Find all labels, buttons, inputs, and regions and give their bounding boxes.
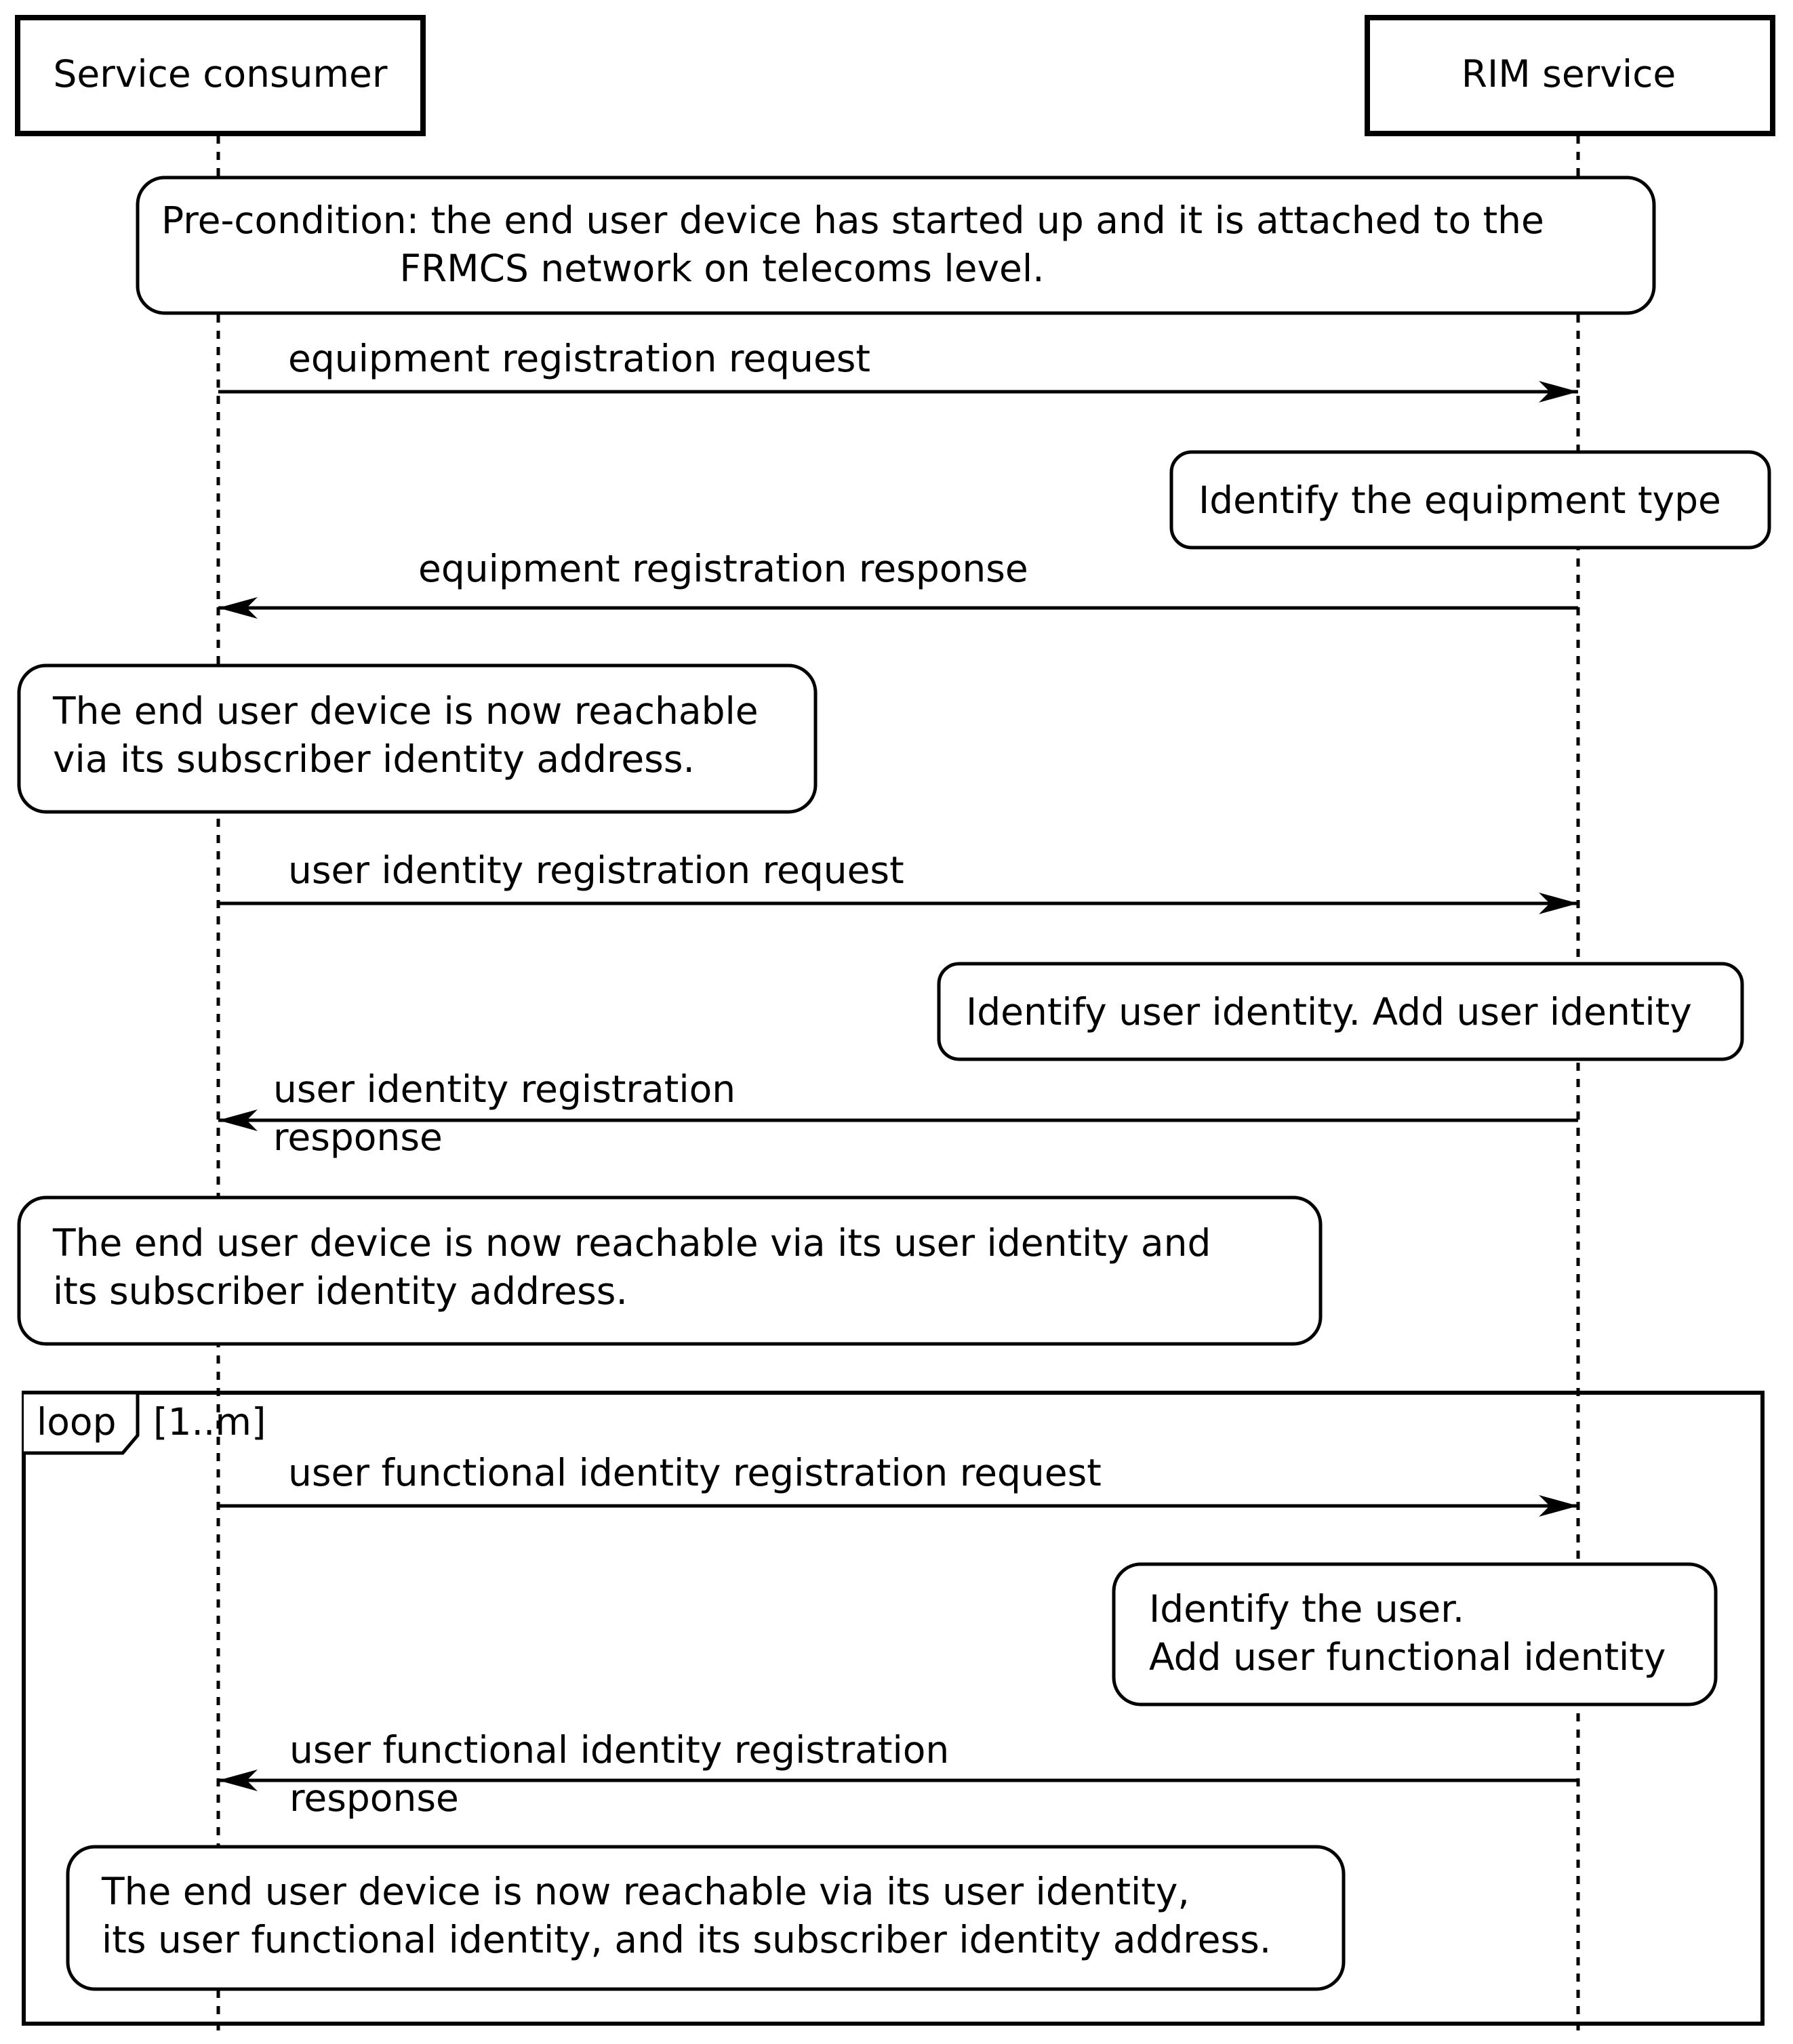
message-label-line-1: user identity registration <box>273 1067 736 1111</box>
note-identify-user-identity-text: Identify user identity. Add user identit… <box>966 990 1692 1034</box>
message-label-line-2: response <box>273 1116 443 1159</box>
message-equipment-registration-request: equipment registration request <box>218 337 1578 403</box>
note-identify-equipment-type-text: Identify the equipment type <box>1198 478 1721 522</box>
note-reachable-all: The end user device is now reachable via… <box>66 1845 1346 1991</box>
loop-tab <box>24 1391 140 1455</box>
message-label: equipment registration response <box>418 547 1028 590</box>
message-user-identity-registration-response: user identity registration response <box>218 1067 1578 1159</box>
note-reachable-user-identity-line-1: The end user device is now reachable via… <box>52 1221 1211 1265</box>
note-reachable-subscriber: The end user device is now reachable via… <box>17 663 818 814</box>
note-precondition-line-2: FRMCS network on telecoms level. <box>399 247 1044 290</box>
participant-service-consumer-label: Service consumer <box>53 52 387 96</box>
participant-service-consumer: Service consumer <box>15 15 426 136</box>
loop-frame <box>22 1391 1765 2026</box>
note-identify-user-line-1: Identify the user. <box>1149 1587 1464 1631</box>
participant-rim-service-label: RIM service <box>1462 52 1676 96</box>
message-equipment-registration-response: equipment registration response <box>218 547 1578 619</box>
loop-keyword: loop <box>37 1400 117 1444</box>
message-functional-identity-registration-request: user functional identity registration re… <box>218 1451 1578 1517</box>
note-precondition: Pre-condition: the end user device has s… <box>136 176 1656 315</box>
note-reachable-subscriber-line-1: The end user device is now reachable <box>52 689 759 733</box>
message-label-line-2: response <box>289 1776 459 1820</box>
message-label-line-1: user functional identity registration <box>289 1728 949 1772</box>
note-reachable-user-identity: The end user device is now reachable via… <box>17 1195 1323 1346</box>
message-label: user functional identity registration re… <box>288 1451 1102 1494</box>
note-precondition-line-1: Pre-condition: the end user device has s… <box>161 199 1544 242</box>
message-label: user identity registration request <box>288 849 904 892</box>
note-reachable-all-line-2: its user functional identity, and its su… <box>102 1918 1271 1961</box>
note-reachable-all-line-1: The end user device is now reachable via… <box>101 1870 1190 1913</box>
message-user-identity-registration-request: user identity registration request <box>218 849 1578 914</box>
note-identify-user-line-2: Add user functional identity <box>1149 1635 1666 1679</box>
note-identify-user: Identify the user. Add user functional i… <box>1112 1562 1718 1706</box>
message-functional-identity-registration-response: user functional identity registration re… <box>218 1728 1578 1820</box>
note-identify-user-identity: Identify user identity. Add user identit… <box>937 962 1744 1061</box>
loop-fragment: loop [1..m] <box>22 1391 1765 2026</box>
note-reachable-subscriber-line-2: via its subscriber identity address. <box>53 737 695 781</box>
participant-rim-service: RIM service <box>1365 15 1775 136</box>
note-identify-equipment-type: Identify the equipment type <box>1169 450 1771 550</box>
message-label: equipment registration request <box>288 337 870 380</box>
note-reachable-user-identity-line-2: its subscriber identity address. <box>53 1269 628 1313</box>
loop-guard: [1..m] <box>153 1400 266 1444</box>
